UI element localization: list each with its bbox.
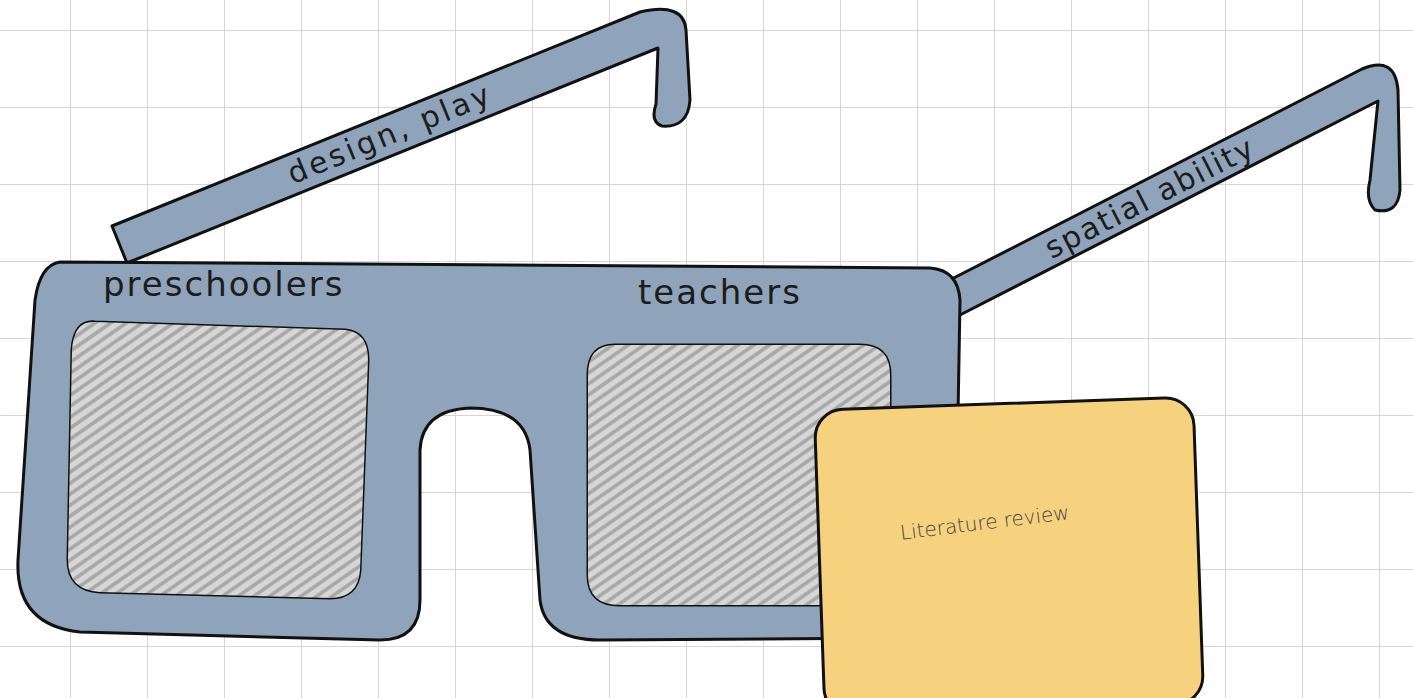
node-label: Literature review — [899, 500, 1071, 545]
temple-arm — [112, 9, 690, 263]
temple-arm — [942, 65, 1400, 316]
lens — [68, 322, 368, 598]
sticky-note: Literature review — [813, 395, 1206, 698]
node-label: preschoolers — [103, 264, 344, 304]
node-label: teachers — [638, 272, 802, 312]
